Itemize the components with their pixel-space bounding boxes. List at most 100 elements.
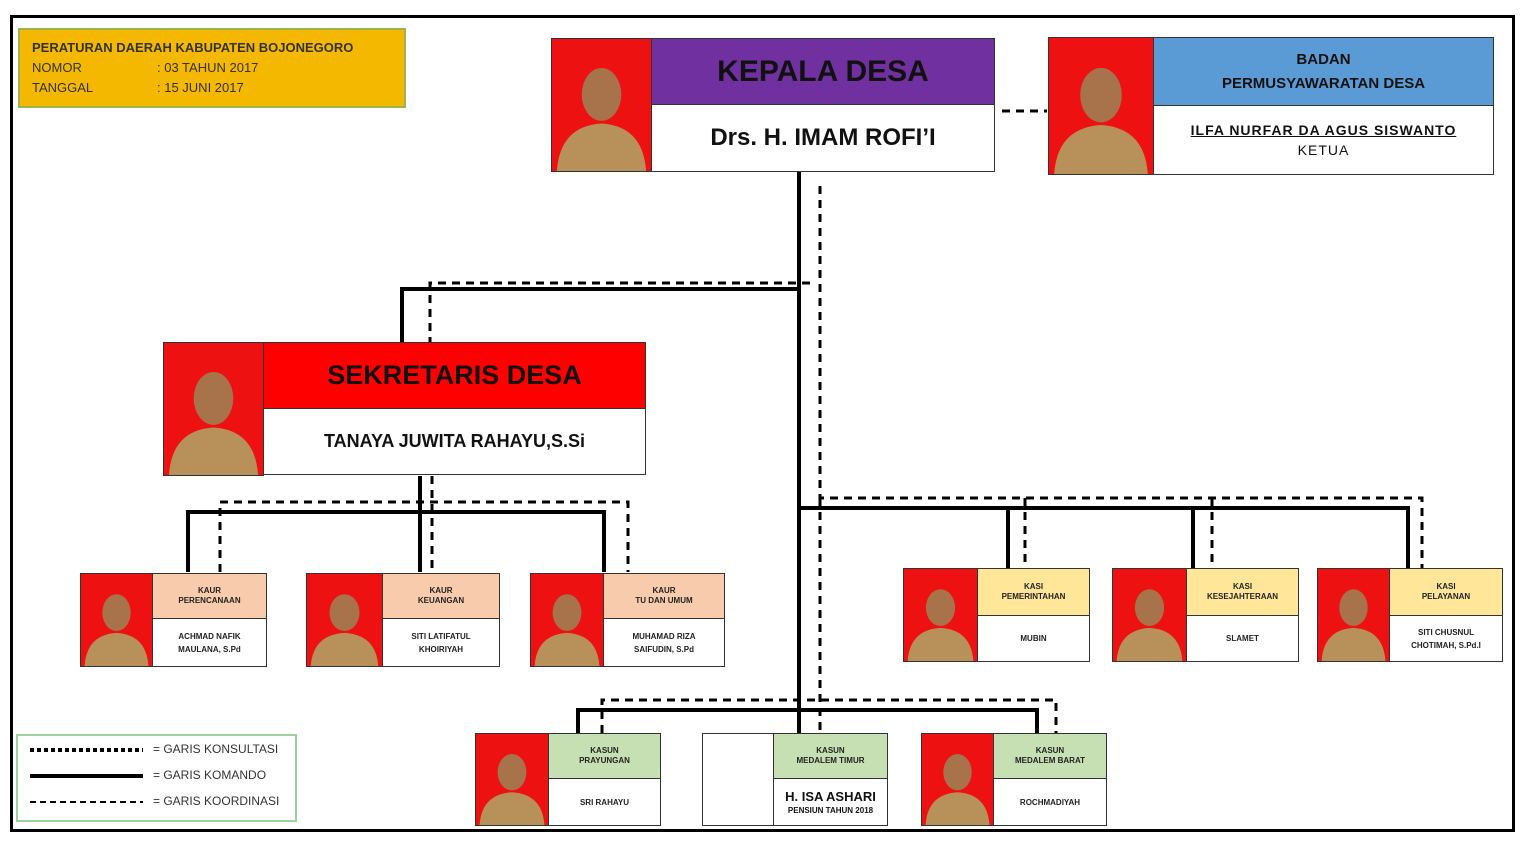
kasi-pelayanan-name2: CHOTIMAH, S.Pd.I: [1411, 640, 1481, 650]
portrait-head: [497, 754, 527, 791]
kaur-keuangan-line1: KAUR: [429, 586, 453, 595]
kasi-kesejahteraan-line2: KESEJAHTERAAN: [1206, 592, 1279, 601]
kaur-keuangan-photo: [306, 573, 383, 667]
bpd-name-box: ILFA NURFAR DA AGUS SISWANTO KETUA: [1153, 105, 1494, 175]
legend-line-samples: [30, 748, 143, 803]
kaur-tu-umum-photo: [530, 573, 604, 667]
kasi-pemerintahan-name: MUBIN: [977, 615, 1090, 662]
portrait-head: [1080, 67, 1122, 123]
kaur-perencanaan-line2: PERENCANAAN: [178, 596, 241, 605]
portrait-head: [925, 589, 956, 627]
kasun-prayungan-name1: SRI RAHAYU: [579, 797, 630, 807]
kaur-perencanaan-title: KAUR PERENCANAAN: [152, 573, 267, 619]
person-portrait-icon: [1054, 67, 1148, 174]
kaur-keuangan-name: SITI LATIFATUL KHOIRIYAH: [382, 618, 500, 667]
portrait-head: [193, 372, 234, 425]
portrait-head: [1339, 589, 1368, 627]
portrait-head: [1134, 589, 1165, 627]
tanggal-label: TANGGAL: [32, 80, 94, 95]
person-portrait-icon: [1116, 589, 1183, 661]
kasun-prayungan-line1: KASUN: [590, 746, 619, 755]
kaur-perencanaan-line1: KAUR: [197, 586, 222, 595]
kasi-kesejahteraan-line1: KASI: [1232, 582, 1253, 591]
kasun-medalem-timur-name2: PENSIUN TAHUN 2018: [787, 805, 874, 815]
kaur-perencanaan-name1: ACHMAD NAFIK: [178, 631, 241, 641]
portrait-head: [581, 68, 622, 121]
kasun-prayungan-name: SRI RAHAYU: [548, 778, 661, 826]
kasi-pelayanan-name1: SITI CHUSNUL: [1418, 627, 1474, 637]
bpd-title: BADAN PERMUSYAWARATAN DESA: [1153, 37, 1494, 106]
portrait-body: [310, 632, 379, 666]
secretary-command-line: [400, 287, 799, 344]
portrait-body: [534, 632, 600, 666]
person-portrait-icon: [1321, 589, 1386, 661]
sekretaris-name: TANAYA JUWITA RAHAYU,S.Si: [263, 408, 646, 475]
kasun-coordination-bar: [600, 698, 1058, 733]
kasi-pelayanan-title: KASI PELAYANAN: [1389, 568, 1503, 616]
bpd-title-line2: PERMUSYAWARATAN DESA: [1221, 74, 1426, 92]
portrait-body: [907, 627, 974, 661]
kaur-keuangan-name2: KHOIRIYAH: [418, 644, 464, 654]
kasi-pemerintahan-name1: MUBIN: [1020, 634, 1047, 643]
bpd-name: ILFA NURFAR DA AGUS SISWANTO: [1190, 122, 1457, 138]
bpd-role: KETUA: [1297, 142, 1350, 158]
kepala-photo: [551, 38, 652, 172]
kaur-perencanaan-name2: MAULANA, S.Pd: [178, 644, 241, 654]
portrait-head: [943, 754, 972, 791]
kasun-medalem-barat-name1: ROCHMADIYAH: [1019, 797, 1081, 807]
kepala-title: KEPALA DESA: [651, 38, 995, 105]
sekretaris-title: SEKRETARIS DESA: [263, 342, 646, 409]
kaur-tu-umum-name2: SAIFUDIN, S.Pd: [633, 644, 694, 654]
portrait-body: [1054, 125, 1148, 174]
portrait-body: [84, 632, 149, 666]
person-portrait-icon: [534, 594, 600, 666]
legend-box: = GARIS KONSULTASI = GARIS KOMANDO = GAR…: [16, 734, 297, 822]
tanggal-value: : 15 JUNI 2017: [157, 80, 244, 95]
portrait-head: [552, 594, 582, 632]
kasun-medalem-timur-line1: KASUN: [816, 746, 845, 755]
sekretaris-photo: [163, 342, 264, 476]
kaur-keuangan-line2: KEUANGAN: [417, 596, 465, 605]
kasun-medalem-barat-line2: MEDALEM BARAT: [1014, 756, 1086, 765]
portrait-head: [102, 594, 131, 632]
kasun-prayungan-title: KASUN PRAYUNGAN: [548, 733, 661, 779]
command-lines: [186, 172, 1410, 735]
kaur-perencanaan-photo: [80, 573, 153, 667]
regulation-title: PERATURAN DAERAH KABUPATEN BOJONEGORO: [32, 40, 354, 55]
kaur-command-bar: [186, 510, 606, 572]
portrait-body: [1116, 627, 1183, 661]
kaur-tu-umum-name1: MUHAMAD RIZA: [632, 631, 696, 641]
kasun-medalem-barat-name: ROCHMADIYAH: [993, 778, 1107, 826]
secretary-coordination-line: [428, 281, 810, 344]
person-portrait-icon: [310, 594, 379, 666]
kasi-pelayanan-name: SITI CHUSNUL CHOTIMAH, S.Pd.I: [1389, 615, 1503, 662]
person-portrait-icon: [556, 68, 647, 171]
portrait-body: [556, 123, 647, 171]
kasun-medalem-timur-photo-empty: [702, 733, 774, 826]
chart-frame: [10, 15, 1515, 832]
portrait-body: [1321, 627, 1386, 661]
kasi-kesejahteraan-name: SLAMET: [1186, 615, 1299, 662]
kaur-tu-umum-line1: KAUR: [652, 586, 676, 595]
portrait-body: [925, 792, 990, 825]
bpd-title-line1: BADAN: [1296, 50, 1351, 68]
kasun-command-bar: [576, 708, 1039, 733]
bpd-photo: [1048, 37, 1154, 175]
kasi-kesejahteraan-photo: [1112, 568, 1187, 662]
kaur-coordination-bar: [218, 500, 630, 572]
person-portrait-icon: [84, 594, 149, 666]
kasi-pemerintahan-line2: PEMERINTAHAN: [1001, 592, 1066, 601]
kaur-keuangan-title: KAUR KEUANGAN: [382, 573, 500, 619]
kasi-pelayanan-line2: PELAYANAN: [1421, 592, 1471, 601]
kasi-kesejahteraan-name1: SLAMET: [1226, 634, 1259, 643]
kaur-keuangan-name1: SITI LATIFATUL: [411, 631, 471, 641]
regulation-box: PERATURAN DAERAH KABUPATEN BOJONEGORO NO…: [18, 28, 406, 108]
kasi-kesejahteraan-title: KASI KESEJAHTERAAN: [1186, 568, 1299, 616]
portrait-body: [479, 792, 545, 825]
nomor-label: NOMOR: [32, 60, 82, 75]
kasun-prayungan-photo: [475, 733, 549, 826]
kasi-command-bar: [799, 506, 1410, 568]
person-portrait-icon: [479, 754, 545, 825]
regulation-nomor-row: NOMOR: 03 TAHUN 2017: [32, 58, 392, 78]
